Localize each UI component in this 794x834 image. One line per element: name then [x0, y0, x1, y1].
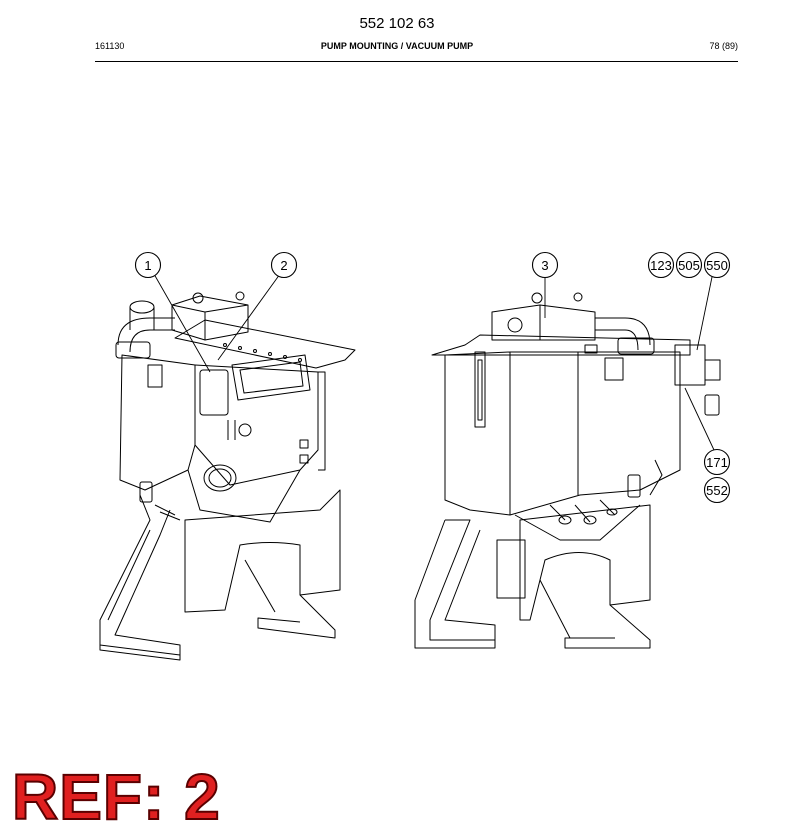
right-pump-assembly	[414, 292, 721, 649]
svg-text:123: 123	[650, 258, 672, 273]
callouts: 1 2 3 123 505 550	[134, 251, 731, 504]
svg-text:2: 2	[280, 258, 287, 273]
svg-text:550: 550	[706, 258, 728, 273]
callout-505[interactable]: 505	[675, 251, 703, 279]
callout-1[interactable]: 1	[134, 251, 162, 279]
callout-550[interactable]: 550	[703, 251, 731, 279]
svg-text:171: 171	[706, 455, 728, 470]
left-pump-assembly	[99, 291, 356, 661]
svg-text:3: 3	[541, 258, 548, 273]
page-number: 78 (89)	[709, 41, 738, 51]
callout-2[interactable]: 2	[270, 251, 298, 279]
callout-123[interactable]: 123	[647, 251, 675, 279]
callout-3[interactable]: 3	[531, 251, 559, 279]
doc-number: 552 102 63	[359, 15, 435, 32]
header-rule	[95, 61, 738, 62]
callout-171[interactable]: 171	[703, 448, 731, 476]
date-code: 161130	[95, 41, 125, 51]
reference-label: REF: 2	[11, 760, 221, 834]
callout-552[interactable]: 552	[703, 476, 731, 504]
svg-text:505: 505	[678, 258, 700, 273]
svg-text:552: 552	[706, 483, 728, 498]
svg-text:1: 1	[144, 258, 151, 273]
leader-lines	[153, 273, 715, 451]
page-title: PUMP MOUNTING / VACUUM PUMP	[320, 41, 474, 51]
